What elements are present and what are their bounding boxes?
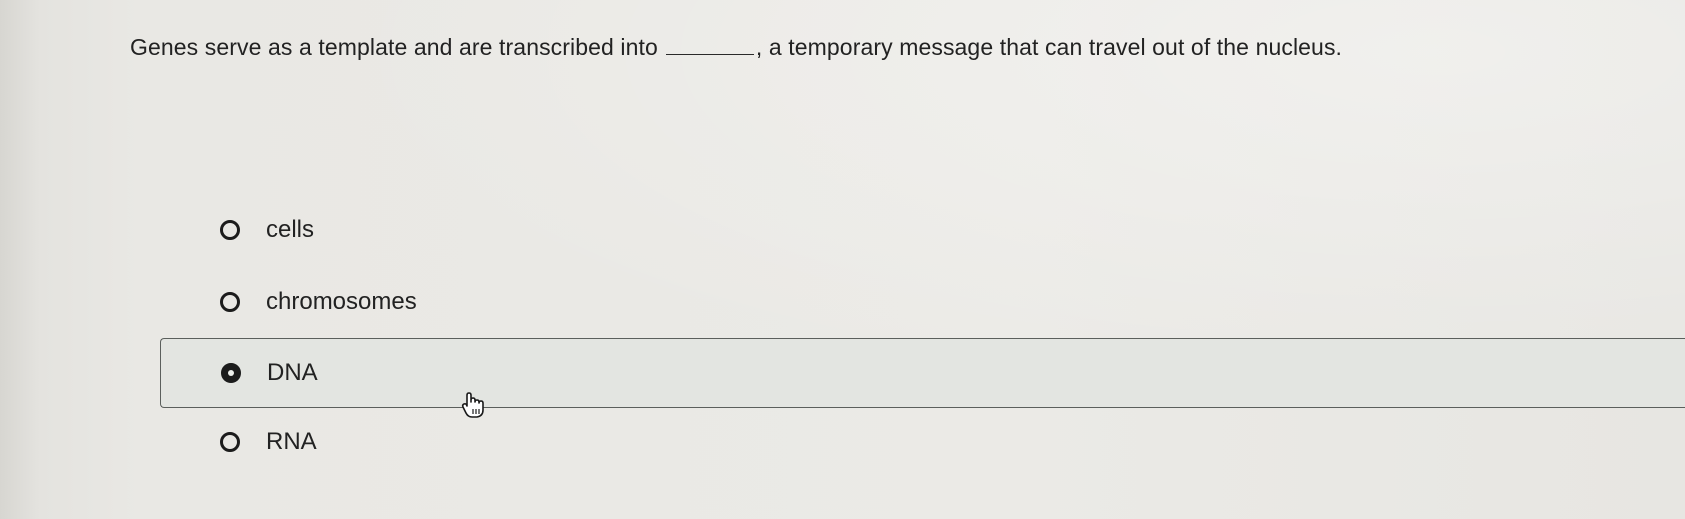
hand-pointer-icon	[458, 390, 488, 420]
option-dna[interactable]: DNA	[160, 338, 1685, 408]
option-rna[interactable]: RNA	[160, 408, 1685, 478]
option-label-rna: RNA	[266, 428, 317, 455]
answer-blank	[665, 53, 754, 55]
option-chromosomes[interactable]: chromosomes	[160, 268, 1685, 338]
radio-button-dna[interactable]	[221, 363, 241, 383]
option-label-chromosomes: chromosomes	[266, 288, 417, 315]
option-label-dna: DNA	[267, 359, 318, 386]
option-cells[interactable]: cells	[160, 196, 1685, 266]
option-label-cells: cells	[266, 216, 315, 243]
question-text-after: , a temporary message that can travel ou…	[755, 34, 1343, 60]
question-text: Genes serve as a template and are transc…	[130, 34, 1342, 61]
radio-button-chromosomes[interactable]	[220, 292, 240, 312]
radio-button-cells[interactable]	[220, 220, 240, 240]
radio-button-rna[interactable]	[220, 432, 240, 452]
question-text-before: Genes serve as a template and are transc…	[130, 34, 658, 60]
